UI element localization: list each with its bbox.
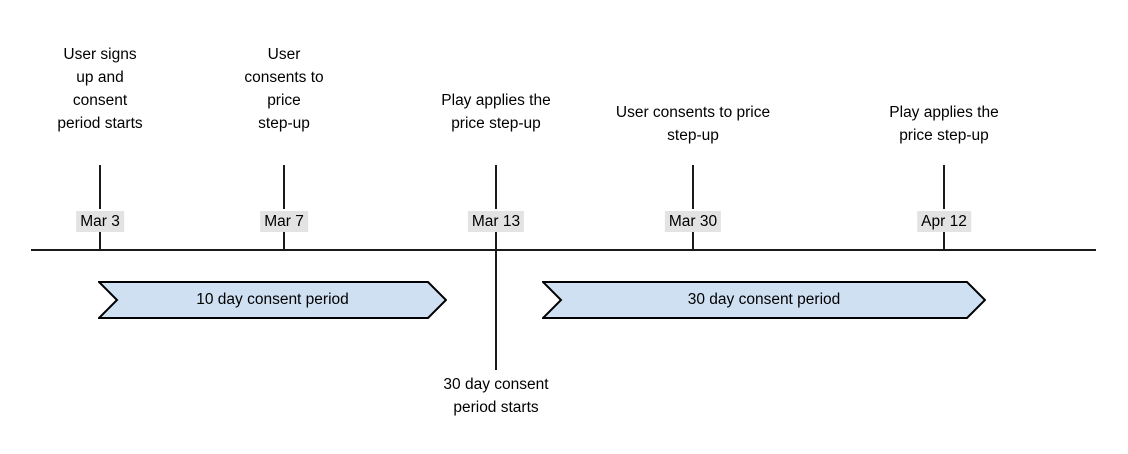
- event-tick-lower-mar-7: [283, 232, 285, 250]
- event-date-mar-30: Mar 30: [664, 211, 722, 232]
- event-date-apr-12: Apr 12: [917, 211, 971, 232]
- event-tick-mar-7: [283, 165, 285, 209]
- timeline-axis: [31, 249, 1096, 251]
- event-tick-lower-mar-13: [495, 232, 497, 370]
- below-axis-annotation: 30 day consent period starts: [443, 376, 549, 416]
- event-date-mar-13: Mar 13: [467, 211, 525, 232]
- event-caption-mar-3: User signs up and consent period starts: [57, 46, 143, 132]
- event-tick-lower-mar-3: [99, 232, 101, 250]
- event-caption-mar-13: Play applies the price step-up: [441, 92, 551, 132]
- event-date-mar-7: Mar 7: [260, 211, 308, 232]
- event-caption-apr-12: Play applies the price step-up: [889, 104, 999, 144]
- consent-band-10-day: 10 day consent period: [98, 281, 447, 319]
- event-tick-mar-13: [495, 165, 497, 209]
- consent-band-30-day: 30 day consent period: [542, 281, 986, 319]
- event-tick-apr-12: [943, 165, 945, 209]
- event-tick-lower-mar-30: [692, 232, 694, 250]
- event-tick-mar-3: [99, 165, 101, 209]
- event-date-mar-3: Mar 3: [76, 211, 124, 232]
- event-tick-mar-30: [692, 165, 694, 209]
- event-caption-mar-7: User consents to price step-up: [244, 46, 324, 132]
- event-tick-lower-apr-12: [943, 232, 945, 250]
- event-caption-mar-30: User consents to price step-up: [615, 104, 771, 144]
